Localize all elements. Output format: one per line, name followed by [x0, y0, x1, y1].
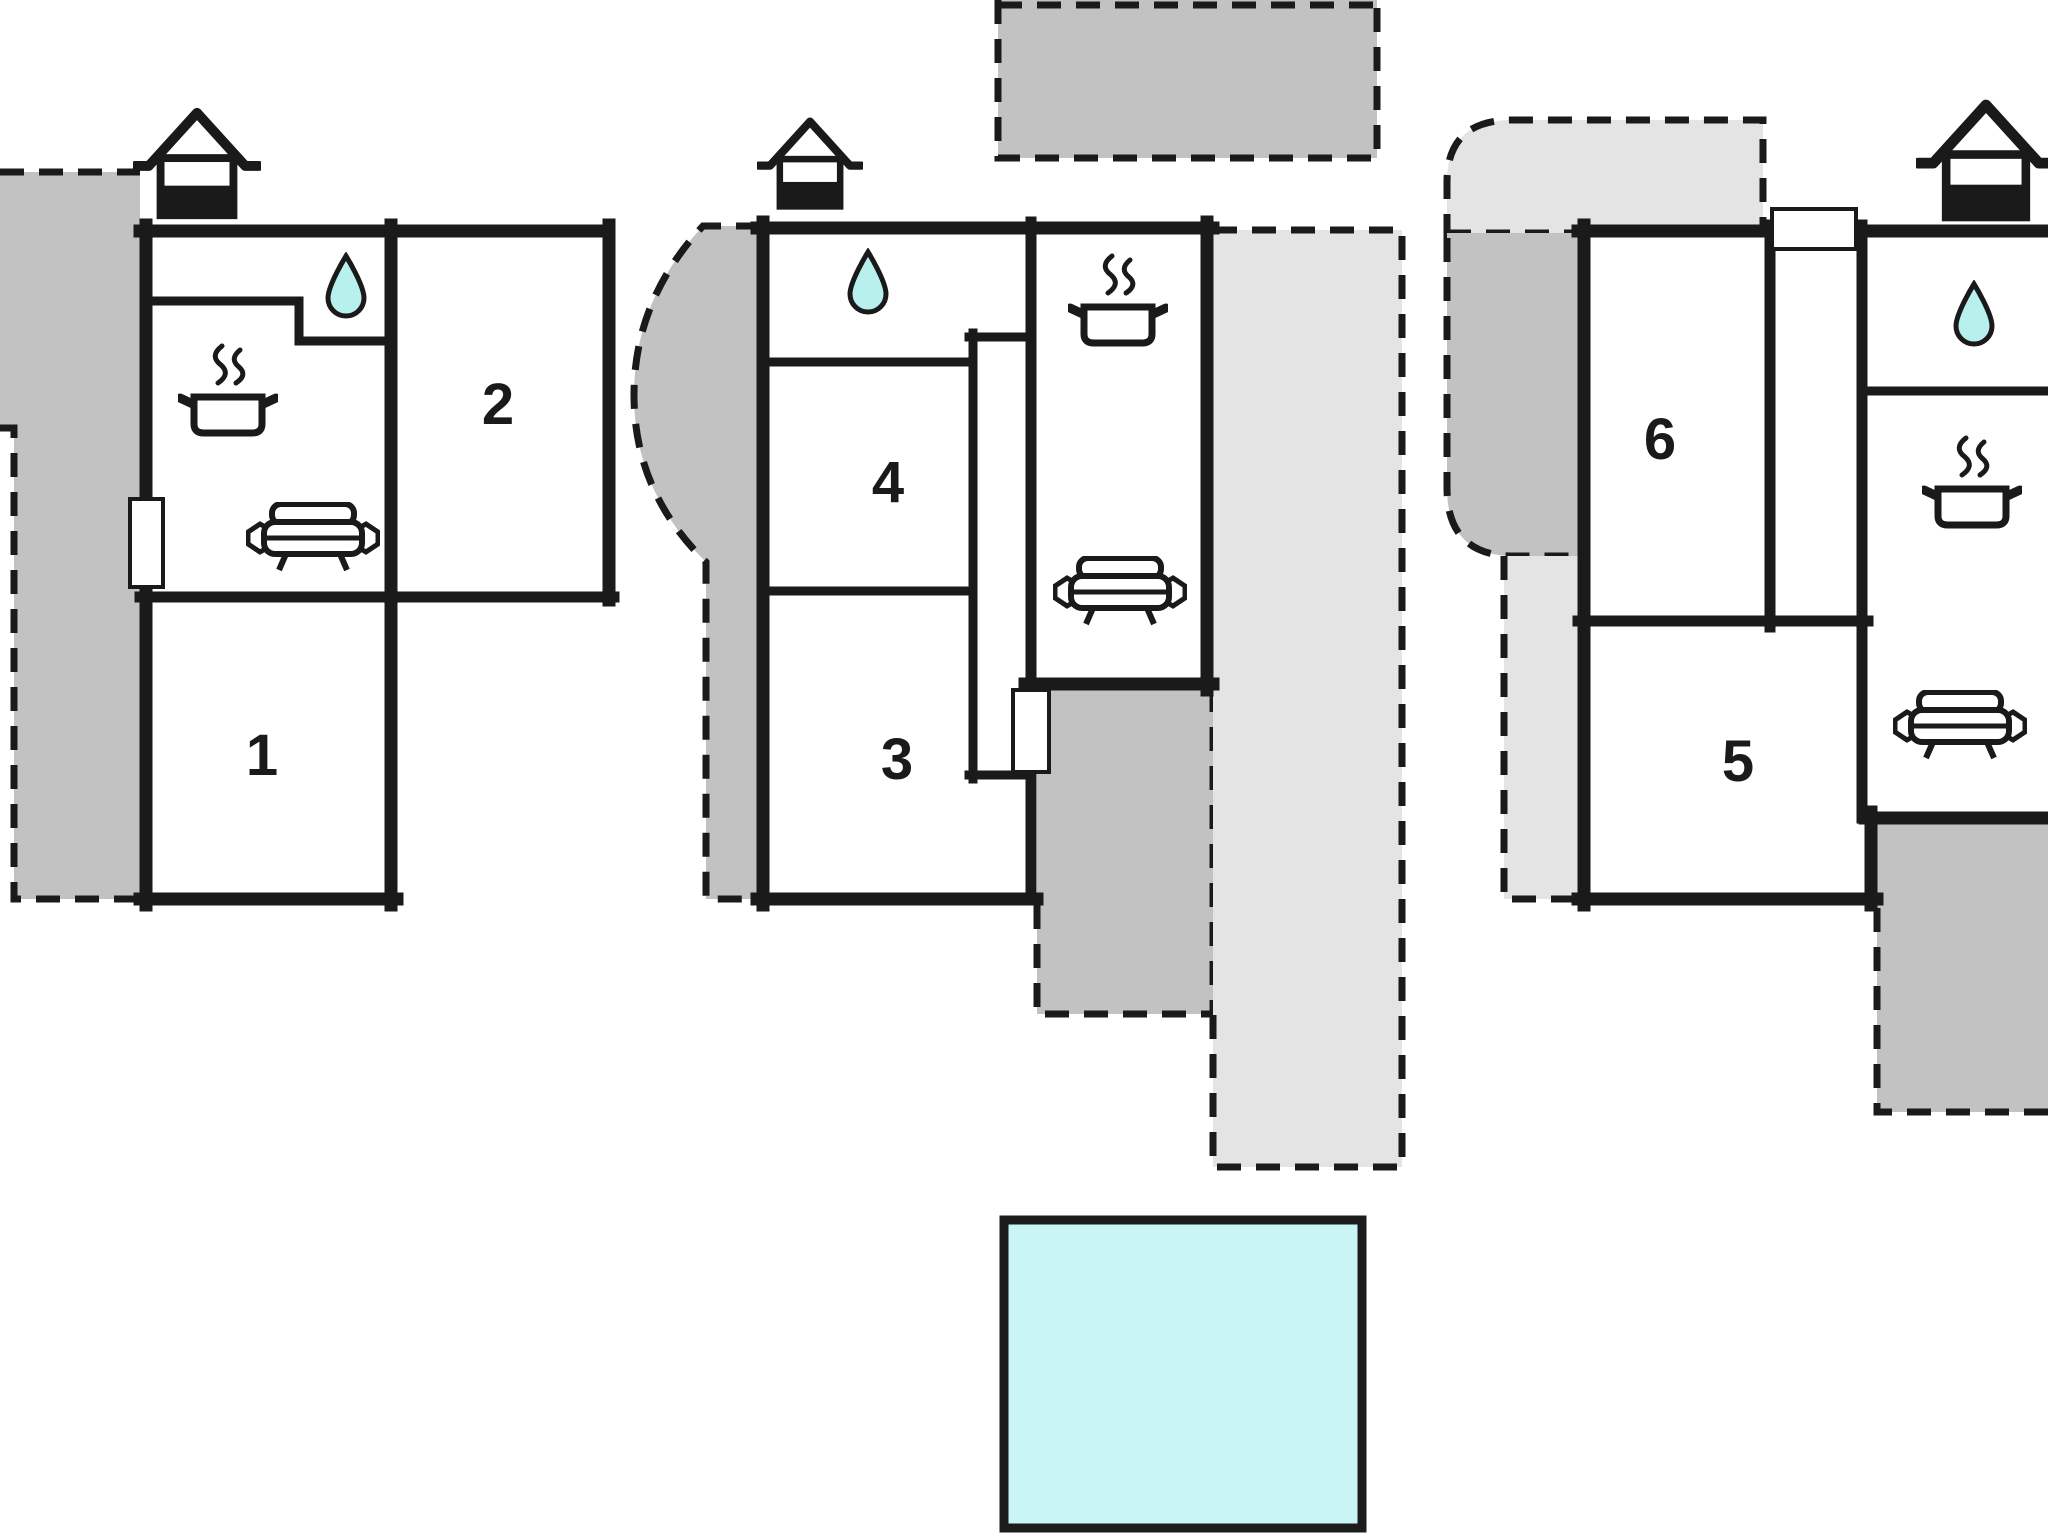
cooking-pot-icon — [180, 346, 276, 433]
chimney-icon — [135, 113, 259, 215]
room-3-label: 3 — [881, 727, 913, 792]
unit2-terrace — [634, 226, 760, 899]
unit2-rear-terrace — [1037, 688, 1213, 1014]
sofa-icon — [1055, 558, 1185, 624]
unit1-bathroom-wall — [141, 296, 396, 346]
unit-2: 3 4 — [750, 122, 1220, 912]
unit3-top-terrace-border — [1443, 116, 1767, 238]
room-4-label: 4 — [872, 450, 904, 515]
unit-3: 5 6 — [1571, 105, 2048, 912]
unit3-door — [1770, 207, 1858, 251]
cooking-pot-icon — [1070, 256, 1166, 343]
room-5-label: 5 — [1722, 729, 1754, 794]
cooking-pot-icon — [1924, 438, 2020, 525]
sofa-icon — [1895, 692, 2025, 758]
unit2-door — [1011, 688, 1051, 774]
chimney-icon — [759, 122, 862, 207]
unit3-left-terrace — [1447, 233, 1578, 556]
water-drop-icon — [1956, 284, 1992, 344]
water-drop-icon — [850, 252, 886, 312]
unit3-left-terrace-border — [1443, 238, 1578, 560]
top-patio — [998, 0, 1377, 158]
unit1-door — [128, 497, 165, 589]
unit-1: 1 2 — [128, 113, 620, 912]
room-6-label: 6 — [1644, 407, 1676, 472]
unit3-side-strip-border — [1500, 556, 1578, 903]
unit3-rear-terrace-border — [1873, 908, 2048, 1116]
room-2-label: 2 — [482, 372, 514, 437]
unit1-terrace-border2 — [0, 424, 140, 903]
walkway-strip-border — [1209, 226, 1406, 1171]
unit2-terrace-border — [630, 222, 760, 903]
unit3-side-strip — [1504, 556, 1578, 899]
room-1-label: 1 — [246, 723, 278, 788]
unit1-terrace — [0, 172, 140, 899]
walkway-strip — [1213, 230, 1402, 1167]
outdoor-areas — [0, 0, 2048, 1171]
water-drop-icon — [328, 256, 364, 316]
swimming-pool — [999, 1215, 1367, 1533]
unit3-rear-terrace — [1877, 822, 2048, 1112]
chimney-icon — [1918, 105, 2048, 217]
unit3-top-terrace — [1447, 120, 1763, 233]
top-patio-border — [994, 0, 1381, 162]
sofa-icon — [248, 504, 378, 570]
